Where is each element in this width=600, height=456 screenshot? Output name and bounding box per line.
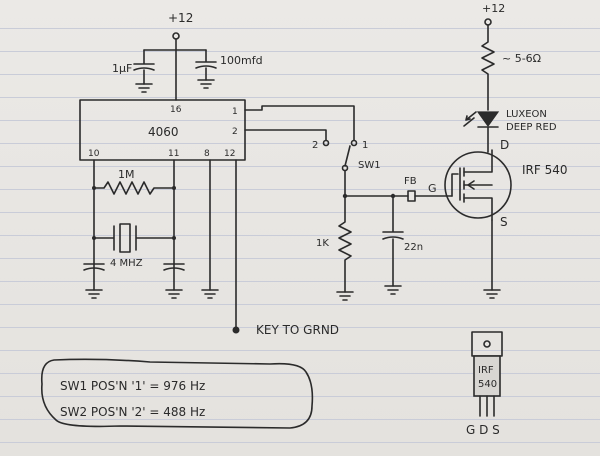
sw-label: SW1 bbox=[358, 160, 381, 171]
led-triangle bbox=[476, 111, 500, 128]
resistor-1k bbox=[338, 195, 352, 293]
pin11-label: 11 bbox=[168, 149, 179, 159]
supply-right-terminal bbox=[484, 18, 492, 26]
cap-right bbox=[163, 263, 185, 271]
ic-label: 4060 bbox=[148, 125, 179, 139]
gate-network: 1K 22n FB G bbox=[316, 170, 453, 301]
source-line bbox=[463, 184, 493, 221]
package-leads bbox=[479, 395, 495, 417]
led-branch: +12 ~ 5-6Ω LUXEON DEEP RED bbox=[463, 2, 557, 153]
r-top-label: ~ 5-6Ω bbox=[502, 52, 541, 65]
note-outline bbox=[40, 358, 314, 429]
capacitor-22n bbox=[382, 195, 404, 287]
mosfet-irf540: D S IRF 540 bbox=[444, 138, 568, 229]
led-cathode bbox=[477, 126, 499, 153]
ground-pin8 bbox=[201, 289, 219, 299]
oscillator-network: 1M 4 MHZ bbox=[83, 159, 185, 299]
cap-left bbox=[83, 263, 105, 271]
c1-label: 1µF bbox=[112, 62, 132, 75]
r1k-label: 1K bbox=[316, 238, 329, 249]
pin10-label: 10 bbox=[88, 149, 100, 159]
pin12-label: 12 bbox=[224, 149, 235, 159]
ic-4060: 4060 16 1 2 10 11 8 12 bbox=[79, 99, 246, 161]
key-label: KEY TO GRND bbox=[256, 323, 339, 337]
r1m-label: 1M bbox=[118, 168, 135, 181]
switch-sw1: 2 1 SW1 bbox=[312, 139, 381, 172]
to220-package: IRF 540 G D S bbox=[466, 331, 503, 437]
package-label-1: IRF bbox=[478, 365, 494, 376]
frequency-note: SW1 POS'N '1' = 976 Hz SW2 POS'N '2' = 4… bbox=[40, 358, 314, 429]
pin2-wire bbox=[244, 129, 327, 141]
supply-top: +12 bbox=[143, 11, 207, 101]
pin16-label: 16 bbox=[170, 105, 182, 115]
resistor-1m bbox=[93, 181, 175, 195]
ground-source bbox=[483, 289, 501, 299]
drain-line bbox=[463, 149, 493, 173]
note-line-2: SW2 POS'N '2' = 488 Hz bbox=[60, 405, 205, 419]
source-label: S bbox=[500, 215, 508, 229]
gate-wire bbox=[344, 170, 409, 197]
ground-right bbox=[165, 289, 183, 299]
sw-contact-1 bbox=[350, 139, 358, 147]
pin8-label: 8 bbox=[204, 149, 210, 159]
supply-top-terminal bbox=[172, 32, 180, 40]
pin8-pin12: KEY TO GRND bbox=[201, 159, 339, 337]
switch-wires bbox=[244, 105, 355, 141]
package-body bbox=[473, 355, 501, 397]
drain-label: D bbox=[500, 138, 509, 152]
ferrite-bead bbox=[407, 190, 416, 202]
ground-left bbox=[85, 289, 103, 299]
pin1-wire bbox=[244, 105, 355, 141]
channel-arrow bbox=[467, 180, 475, 190]
fb-label: FB bbox=[404, 176, 417, 187]
sw-lever bbox=[344, 145, 351, 167]
c22n-label: 22n bbox=[404, 242, 423, 253]
supply-top-label: +12 bbox=[168, 11, 193, 25]
package-pins-label: G D S bbox=[466, 423, 500, 437]
pin2-label: 2 bbox=[232, 127, 238, 137]
key-terminal bbox=[232, 326, 240, 334]
c2-label: 100mfd bbox=[220, 54, 263, 67]
ground-r1k bbox=[336, 291, 354, 301]
mosfet-label: IRF 540 bbox=[522, 163, 568, 177]
capacitor-100mfd: 100mfd bbox=[195, 49, 263, 89]
pin1-label: 1 bbox=[232, 107, 238, 117]
resistor-top bbox=[481, 24, 495, 111]
mosfet-circle bbox=[444, 151, 512, 219]
crystal-label: 4 MHZ bbox=[110, 258, 143, 269]
sw-pos1-label: 1 bbox=[362, 140, 368, 151]
gate-label: G bbox=[428, 182, 437, 195]
gate-terminal bbox=[451, 173, 459, 197]
supply-right-label: +12 bbox=[482, 2, 505, 15]
capacitor-1uf: 1µF bbox=[112, 49, 155, 93]
sw-pos2-label: 2 bbox=[312, 140, 318, 151]
package-label-2: 540 bbox=[478, 379, 497, 390]
led-label-1: LUXEON bbox=[506, 109, 547, 120]
led-label-2: DEEP RED bbox=[506, 122, 557, 133]
sw-contact-2 bbox=[322, 139, 330, 147]
crystal-4mhz bbox=[93, 223, 175, 253]
package-tab bbox=[471, 331, 503, 357]
led-arrows bbox=[463, 111, 477, 127]
note-line-1: SW1 POS'N '1' = 976 Hz bbox=[60, 379, 205, 393]
ground-c1 bbox=[135, 83, 153, 93]
ground-c22n bbox=[384, 285, 402, 295]
ground-c2 bbox=[197, 79, 215, 89]
package-hole bbox=[483, 340, 491, 348]
